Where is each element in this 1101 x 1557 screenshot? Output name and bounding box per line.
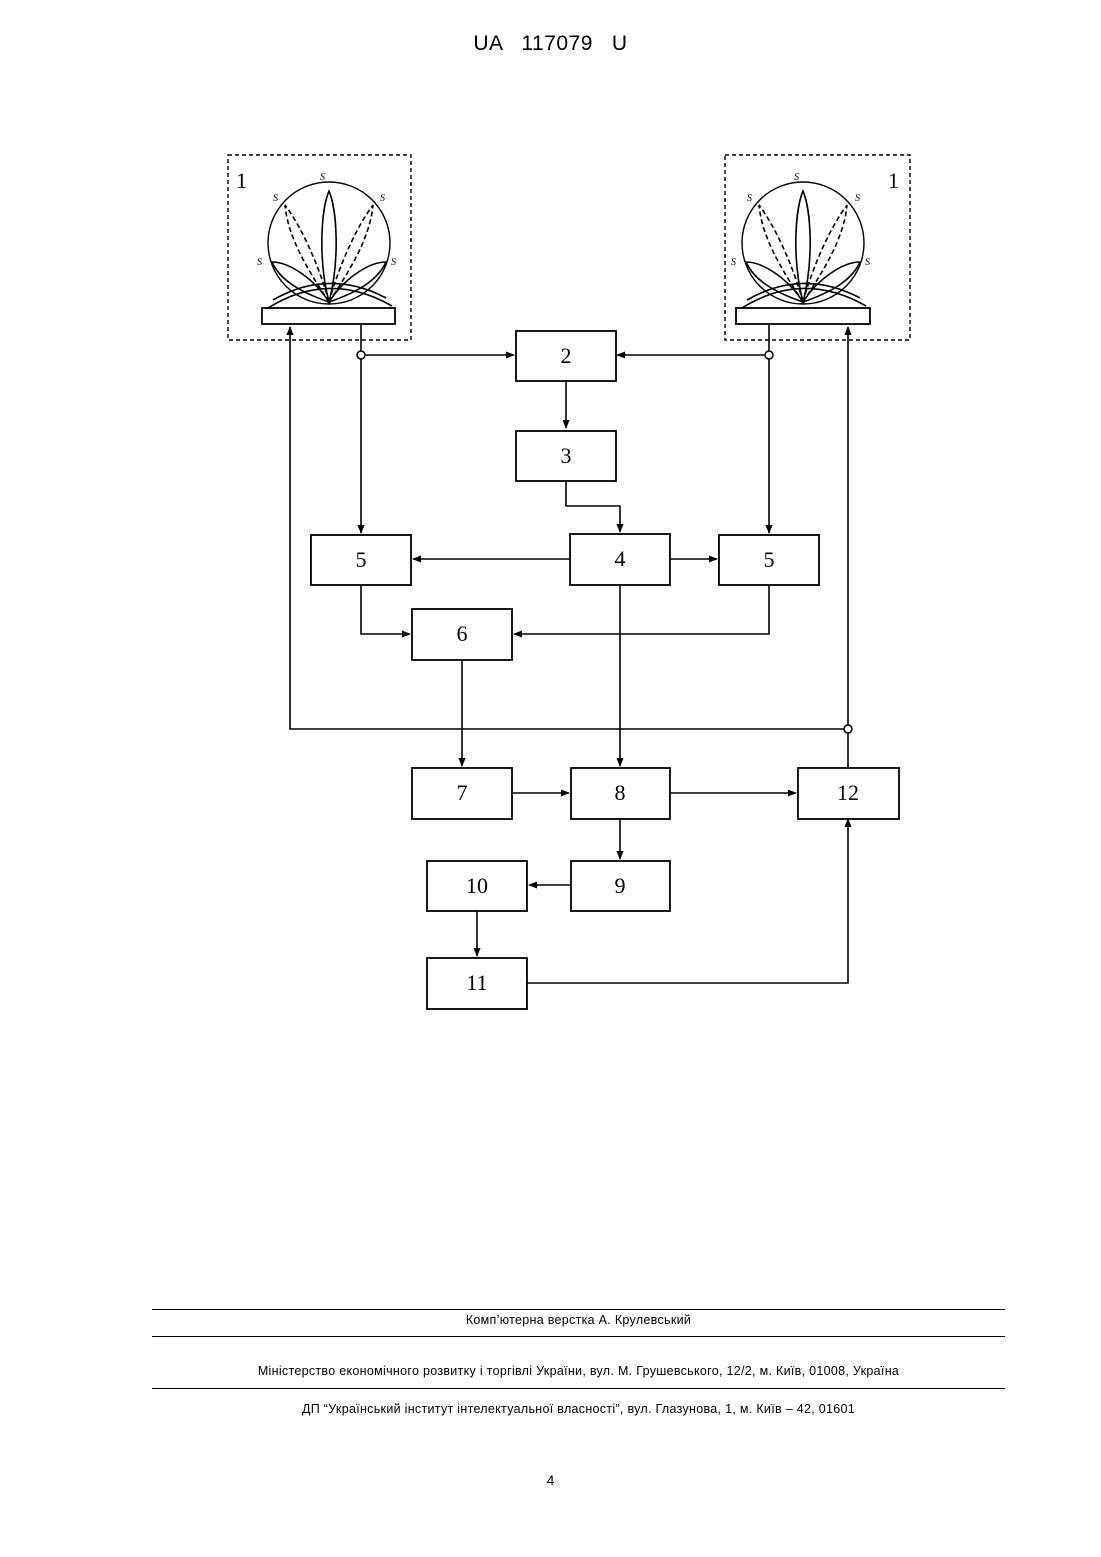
arrow-12-to-ant-left: [290, 327, 848, 729]
block-4-label: 4: [615, 546, 626, 571]
block-10-label: 10: [466, 873, 488, 898]
arrow-3-to-4: [566, 481, 620, 532]
low-lobe-r-left: [329, 262, 386, 302]
antenna-base-right: [736, 308, 870, 324]
block-2-label: 2: [561, 343, 572, 368]
block-3: 3: [516, 431, 616, 481]
footer-credit: Комп’ютерна верстка А. Крулевський: [152, 1313, 1005, 1327]
block-5-right: 5: [719, 535, 819, 585]
block-4: 4: [570, 534, 670, 585]
junction-node-right: [765, 351, 773, 359]
block-2: 2: [516, 331, 616, 381]
pattern-label-ll-left: S: [257, 257, 262, 268]
pattern-label-ur-left: S: [380, 193, 385, 204]
pattern-label-top-left: S: [320, 172, 325, 183]
block-12-label: 12: [837, 780, 859, 805]
block-3-label: 3: [561, 443, 572, 468]
antenna-unit-right: 1 S S S S S: [725, 155, 910, 340]
arrow-5-right-to-6: [514, 585, 769, 634]
block-7: 7: [412, 768, 512, 819]
junction-node-left: [357, 351, 365, 359]
antenna-label-left: 1: [236, 168, 247, 193]
block-5-right-label: 5: [764, 547, 775, 572]
low-lobe-r-right: [803, 262, 860, 302]
block-6: 6: [412, 609, 512, 660]
footer-ministry: Міністерство економічного розвитку і тор…: [152, 1364, 1005, 1378]
footer-institute: ДП “Український інститут інтелектуальної…: [152, 1402, 1005, 1416]
footer-rule-2: [152, 1336, 1005, 1337]
antenna-unit-left: 1 S S S S S: [228, 155, 411, 340]
blocks: 2 3 4 5 5 6 7 8: [311, 331, 899, 1009]
block-12: 12: [798, 768, 899, 819]
block-6-label: 6: [457, 621, 468, 646]
footer-rule-1: [152, 1309, 1005, 1310]
pattern-label-top-right: S: [794, 172, 799, 183]
block-7-label: 7: [457, 780, 468, 805]
page-number: 4: [0, 1472, 1101, 1488]
block-9: 9: [571, 861, 670, 911]
pattern-label-lr-right: S: [865, 257, 870, 268]
block-11: 11: [427, 958, 527, 1009]
footer-rule-3: [152, 1388, 1005, 1389]
radiation-circle-left: [268, 182, 390, 304]
radiation-circle-right: [742, 182, 864, 304]
block-8-label: 8: [615, 780, 626, 805]
block-10: 10: [427, 861, 527, 911]
pattern-label-ul-right: S: [747, 193, 752, 204]
pattern-label-ul-left: S: [273, 193, 278, 204]
arrow-5-left-to-6: [361, 585, 410, 634]
antenna-base-left: [262, 308, 395, 324]
block-5-left-label: 5: [356, 547, 367, 572]
pattern-label-ll-right: S: [731, 257, 736, 268]
block-8: 8: [571, 768, 670, 819]
junction-node-feedback: [844, 725, 852, 733]
pattern-label-lr-left: S: [391, 257, 396, 268]
block-9-label: 9: [615, 873, 626, 898]
block-11-label: 11: [466, 970, 487, 995]
antenna-label-right: 1: [888, 168, 899, 193]
pattern-label-ur-right: S: [855, 193, 860, 204]
block-5-left: 5: [311, 535, 411, 585]
